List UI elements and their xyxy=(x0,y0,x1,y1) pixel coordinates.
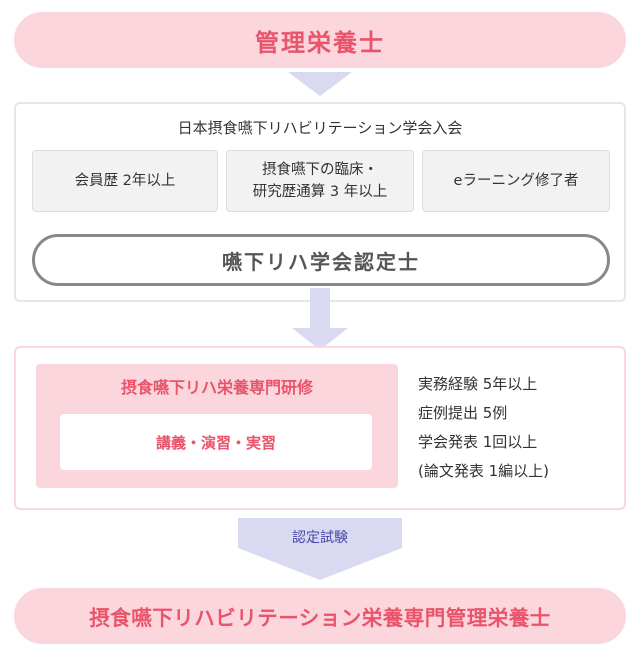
exam-arrow-shape xyxy=(238,518,402,580)
exam-arrow xyxy=(238,518,402,580)
final-qualification-title: 摂食嚥下リハビリテーション栄養専門管理栄養士 xyxy=(14,588,626,644)
society-certification: 嚥下リハ学会認定士 xyxy=(32,234,610,286)
top-title: 管理栄養士 xyxy=(14,12,626,68)
requirement-membership: 会員歴 2年以上 xyxy=(32,150,218,212)
arrow-head-2 xyxy=(292,328,348,350)
requirement-membership-text: 会員歴 2年以上 xyxy=(74,173,176,189)
arrow-head-1 xyxy=(288,72,352,96)
requirement-clinical-experience-text: 摂食嚥下の臨床・ 研究歴通算 3 年以上 xyxy=(252,162,388,200)
training-requirements-list: 実務経験 5年以上 症例提出 5例 学会発表 1回以上 (論文発表 1編以上) xyxy=(418,370,628,486)
requirement-elearning-text: eラーニング修了者 xyxy=(453,173,579,189)
society-join-title: 日本摂食嚥下リハビリテーション学会入会 xyxy=(177,119,463,137)
training-requirement-item: 学会発表 1回以上 xyxy=(418,433,538,451)
requirement-clinical-experience: 摂食嚥下の臨床・ 研究歴通算 3 年以上 xyxy=(226,150,414,212)
arrow-down-2 xyxy=(292,288,348,350)
exam-label: 認定試験 xyxy=(292,530,348,546)
training-title: 摂食嚥下リハ栄養専門研修 xyxy=(120,378,313,397)
requirement-elearning: eラーニング修了者 xyxy=(422,150,610,212)
training-content: 講義・演習・実習 xyxy=(60,414,372,470)
arrow-down-1 xyxy=(288,72,352,96)
arrow-stem-2-rect xyxy=(310,288,330,330)
training-requirement-item: 実務経験 5年以上 xyxy=(418,375,538,393)
training-requirement-item: (論文発表 1編以上) xyxy=(418,462,550,480)
training-requirement-item: 症例提出 5例 xyxy=(418,404,508,422)
